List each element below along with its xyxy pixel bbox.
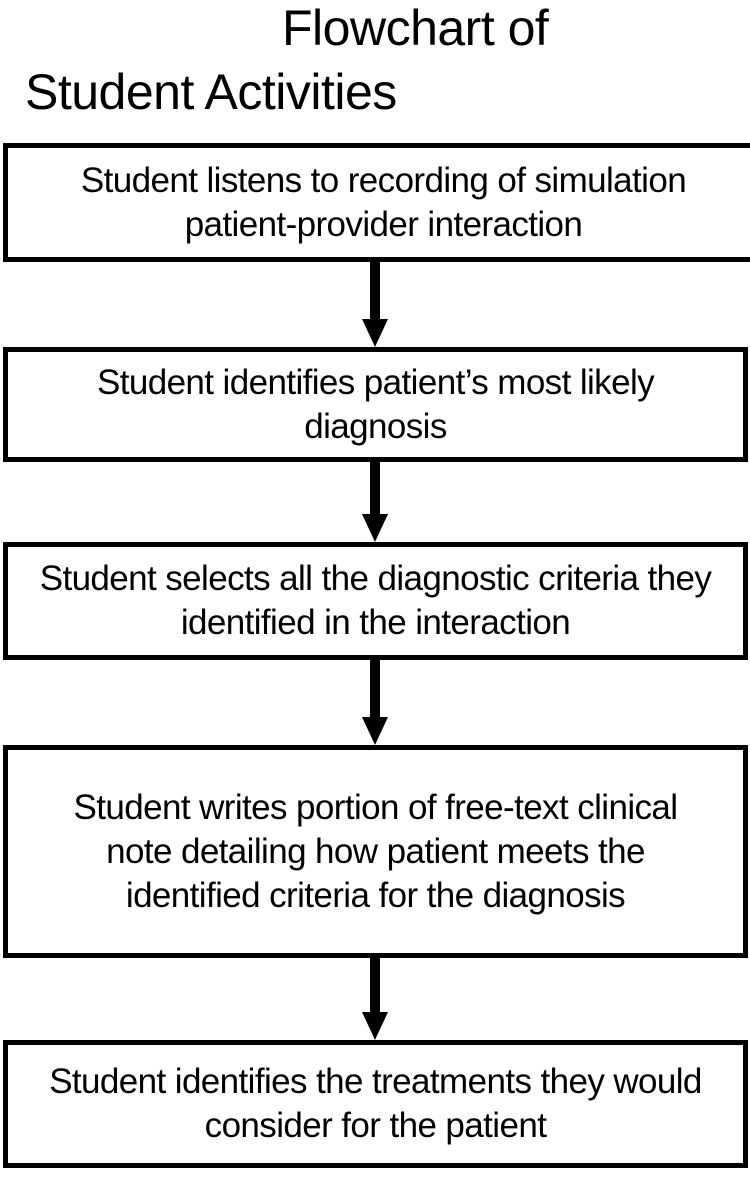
step-4-text: Student writes portion of free-text clin… — [73, 787, 679, 915]
arrow-4-5 — [362, 958, 388, 1040]
step-2-text: Student identifies patient’s most likely… — [96, 362, 655, 446]
title-line-1: Flowchart of — [282, 0, 549, 56]
step-2-box: Student identifies patient’s most likely… — [3, 347, 748, 462]
step-4-box: Student writes portion of free-text clin… — [3, 745, 748, 958]
step-1-box: Student listens to recording of simulati… — [3, 143, 750, 262]
step-3-box: Student selects all the diagnostic crite… — [3, 542, 748, 660]
step-3-text: Student selects all the diagnostic crite… — [39, 559, 712, 642]
arrow-2-3 — [362, 462, 388, 542]
step-1-text: Student listens to recording of simulati… — [80, 160, 687, 244]
step-5-text: Student identifies the treatments they w… — [49, 1062, 702, 1145]
arrow-1-2 — [362, 262, 388, 347]
arrow-3-4 — [362, 660, 388, 745]
step-5-box: Student identifies the treatments they w… — [3, 1040, 748, 1168]
title-line-2: Student Activities — [25, 64, 397, 120]
